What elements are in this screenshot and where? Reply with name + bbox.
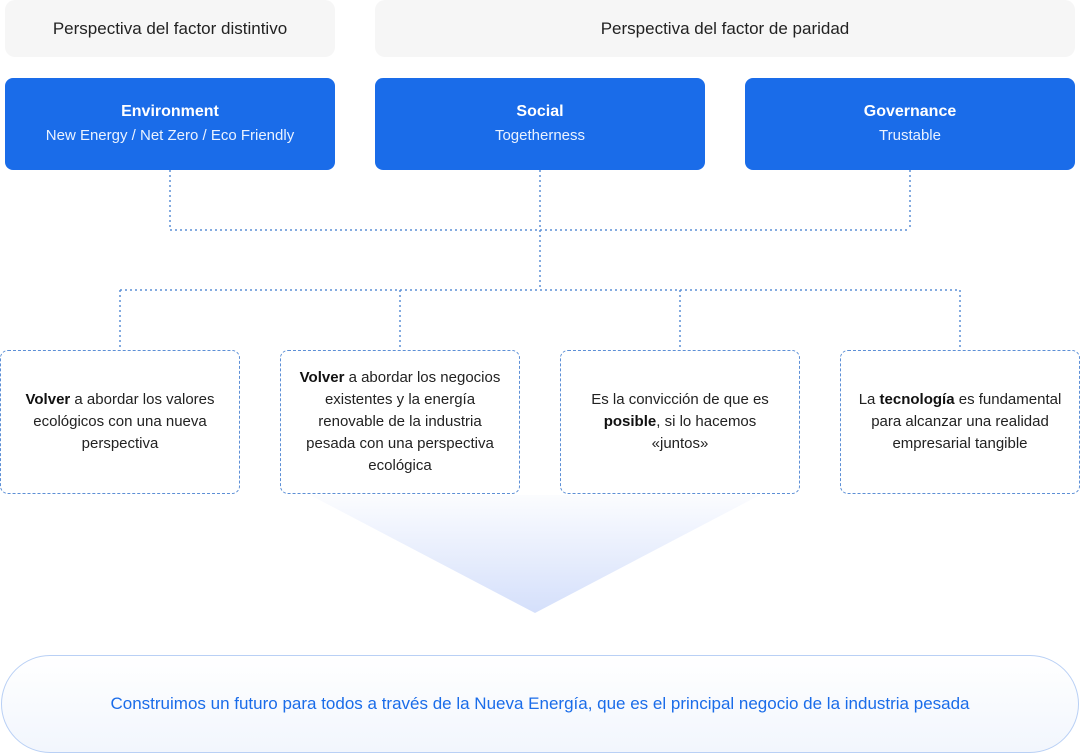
card-3-pre: Es la convicción de que es xyxy=(591,391,769,408)
mission-banner-text: Construimos un futuro para todos a travé… xyxy=(110,694,970,713)
value-card-together-text: Es la convicción de que es posible, si l… xyxy=(575,389,785,455)
value-card-ecological-text: Volver a abordar los valores ecológicos … xyxy=(15,389,225,455)
pillar-social-subtitle: Togetherness xyxy=(494,127,586,144)
header-parity-factor: Perspectiva del factor de paridad xyxy=(375,0,1075,57)
value-card-together: Es la convicción de que es posible, si l… xyxy=(560,350,800,494)
pillar-social: Social Togetherness xyxy=(375,78,705,170)
card-4-bold: tecnología xyxy=(879,391,955,408)
card-4-pre: La xyxy=(858,391,880,408)
value-card-technology-text: La tecnología es fundamental para alcanz… xyxy=(855,389,1065,455)
mission-banner: Construimos un futuro para todos a travé… xyxy=(1,655,1079,753)
card-4-rest: es fundamental para alcanzar una realida… xyxy=(871,391,1062,452)
card-3-bold: posible xyxy=(603,413,657,430)
pillar-environment-title: Environment xyxy=(121,103,219,120)
header-distinctive-factor-label: Perspectiva del factor distintivo xyxy=(52,18,288,38)
card-3-rest: , si lo hacemos «juntos» xyxy=(651,413,757,452)
card-2-bold: Volver xyxy=(299,369,345,386)
card-1-rest: a abordar los valores ecológicos con una… xyxy=(33,391,215,452)
header-parity-factor-label: Perspectiva del factor de paridad xyxy=(600,18,850,38)
value-card-renewable: Volver a abordar los negocios existentes… xyxy=(280,350,520,494)
pillar-governance: Governance Trustable xyxy=(745,78,1075,170)
card-2-rest: a abordar los negocios existentes y la e… xyxy=(306,369,501,474)
value-card-ecological: Volver a abordar los valores ecológicos … xyxy=(0,350,240,494)
pillar-environment-subtitle: New Energy / Net Zero / Eco Friendly xyxy=(45,127,295,144)
header-distinctive-factor: Perspectiva del factor distintivo xyxy=(5,0,335,57)
value-card-renewable-text: Volver a abordar los negocios existentes… xyxy=(295,367,505,477)
pillar-environment: Environment New Energy / Net Zero / Eco … xyxy=(5,78,335,170)
pillar-social-title: Social xyxy=(516,103,564,120)
pillar-governance-title: Governance xyxy=(863,103,957,120)
value-card-technology: La tecnología es fundamental para alcanz… xyxy=(840,350,1080,494)
pillar-governance-subtitle: Trustable xyxy=(879,127,941,144)
card-1-bold: Volver xyxy=(25,391,71,408)
funnel-arrow xyxy=(310,495,760,613)
